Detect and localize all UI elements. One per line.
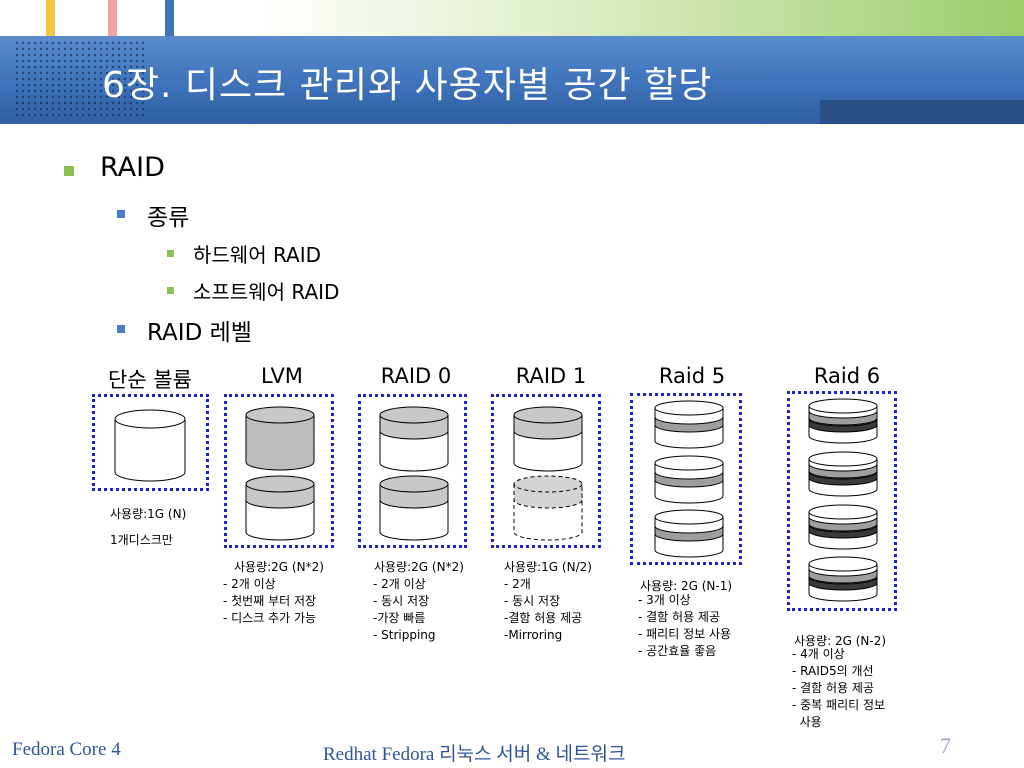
disk-icon [114,409,186,482]
disk-icon [379,406,449,472]
note-raid5-2: - 패리티 정보 사용 [638,627,732,641]
disk-icon-mirror [513,475,583,541]
disk-icon [808,398,878,444]
disk-icon [654,400,724,449]
bullet-types: 종류 [147,205,190,231]
bullet-hardware-raid: 하드웨어 RAID [193,243,322,267]
disk-icon [245,406,315,471]
group-box-raid1 [491,394,601,548]
note-raid0-1: - 동시 저장 [373,594,430,608]
bullet-raid: RAID [100,152,165,183]
note-raid6-3: - 중복 패리티 정보 [792,698,886,712]
disk-icon [808,504,878,550]
note-raid1-3: -Mirroring [504,628,563,642]
note-raid1-1: - 동시 저장 [504,594,561,608]
note-raid5-3: - 공간효율 좋음 [638,644,717,658]
group-box-simple [92,394,209,491]
group-box-lvm [224,394,334,548]
note-raid5-1: - 결함 허용 제공 [638,610,721,624]
disk-icon [808,556,878,602]
disk-icon [379,475,449,541]
bullet-icon [64,166,74,176]
disk-icon [513,406,583,472]
label-raid0: RAID 0 [380,364,452,388]
title-band-accent [820,100,1024,124]
bullet-icon [117,210,125,218]
disk-icon [654,455,724,504]
note-raid0-2: -가장 빠름 [373,611,426,625]
note-raid6-2: - 결함 허용 제공 [792,681,875,695]
page-number: 7 [940,733,951,758]
bullet-raid-levels: RAID 레벨 [147,320,252,346]
bullet-icon [167,287,174,294]
note-simple-0: 1개디스크만 [110,533,173,547]
note-raid6-4: 사용 [792,715,822,729]
group-box-raid6 [787,391,897,611]
usage-simple: 사용량:1G (N) [110,507,187,521]
note-raid0-3: - Stripping [373,628,436,642]
usage-raid6: 사용량: 2G (N-2) [794,634,887,648]
note-lvm-1: - 첫번째 부터 저장 [223,594,317,608]
label-raid1: RAID 1 [515,364,587,388]
usage-raid1: 사용량:1G (N/2) [504,560,592,574]
disk-icon [245,475,315,541]
header-stripe-pink [108,0,117,36]
note-raid1-2: -결함 허용 제공 [504,611,583,625]
group-box-raid5 [630,393,742,565]
footer-left: Fedora Core 4 [12,739,121,760]
label-simple-volume: 단순 볼륨 [108,368,192,392]
title-dot-pattern [14,40,144,116]
footer-center: Redhat Fedora 리눅스 서버 & 네트워크 [323,744,626,765]
bullet-software-raid: 소프트웨어 RAID [193,280,340,304]
note-raid0-0: - 2개 이상 [373,577,426,591]
usage-raid0: 사용량:2G (N*2) [374,560,464,574]
disk-icon [808,451,878,497]
slide-title: 6장. 디스크 관리와 사용자별 공간 할당 [102,65,713,106]
bullet-icon [117,325,125,333]
note-raid6-0: - 4개 이상 [792,647,845,661]
note-lvm-0: - 2개 이상 [223,577,276,591]
disk-icon [654,509,724,558]
note-raid5-0: - 3개 이상 [638,593,691,607]
label-raid5: Raid 5 [658,364,726,388]
note-raid6-1: - RAID5의 개선 [792,664,874,678]
note-raid1-0: - 2개 [504,577,531,591]
header-stripe-yellow [46,0,55,36]
usage-raid5: 사용량: 2G (N-1) [640,579,733,593]
bullet-icon [167,250,174,257]
label-raid6: Raid 6 [813,364,881,388]
group-box-raid0 [358,394,467,548]
note-lvm-2: - 디스크 추가 가능 [223,611,317,625]
header-stripe-blue [165,0,174,36]
label-lvm: LVM [261,364,303,388]
usage-lvm: 사용량:2G (N*2) [234,560,324,574]
